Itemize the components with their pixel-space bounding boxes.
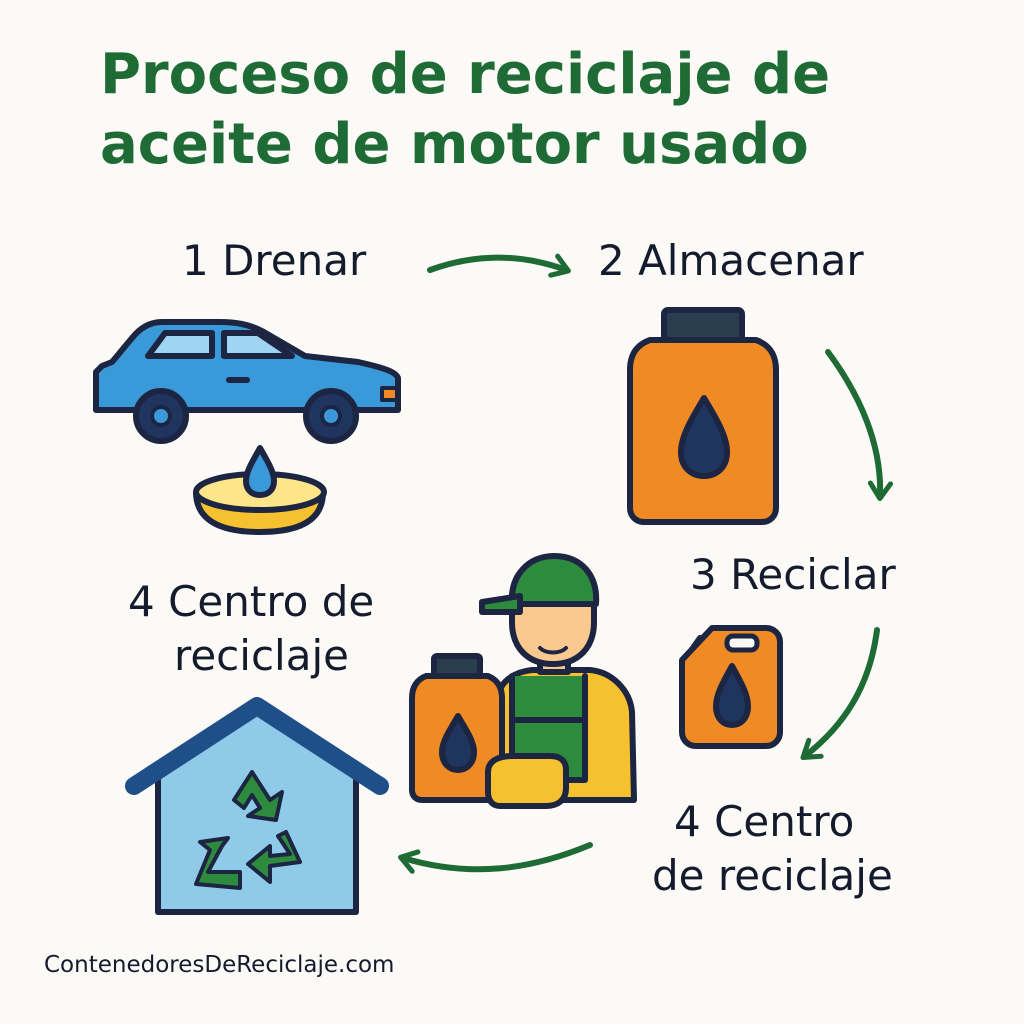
recycle-symbol-icon (194, 770, 302, 890)
oil-canister-icon (679, 625, 783, 749)
car-icon (93, 319, 401, 444)
center-right-line-2: de reciclaje (652, 851, 893, 900)
arrow-store-to-recycle (825, 349, 894, 502)
step-center-right-label: 4 Centro de reciclaje (652, 795, 893, 903)
step-recycle-label: 3 Reciclar (690, 550, 896, 599)
arrow-center-to-house (398, 842, 593, 874)
page-title: Proceso de reciclaje de aceite de motor … (100, 40, 980, 180)
worker-icon (409, 553, 637, 809)
center-left-line-1: 4 Centro de (128, 577, 375, 626)
step-store-label: 2 Almacenar (598, 236, 864, 285)
arrow-drain-to-store (427, 253, 571, 278)
step-center-left-label: 4 Centro de reciclaje (128, 575, 374, 683)
step-drain-label: 1 Drenar (182, 236, 367, 285)
oil-jug-icon (627, 307, 779, 525)
drip-pan-icon (193, 445, 327, 535)
title-line-1: Proceso de reciclaje de (100, 42, 831, 107)
center-right-line-1: 4 Centro (674, 797, 855, 846)
arrow-recycle-to-center (800, 627, 880, 761)
center-left-line-2: reciclaje (174, 631, 349, 680)
title-line-2: aceite de motor usado (100, 112, 809, 177)
recycling-center-icon (125, 697, 389, 915)
footer-website: ContenedoresDeReciclaje.com (44, 952, 395, 978)
